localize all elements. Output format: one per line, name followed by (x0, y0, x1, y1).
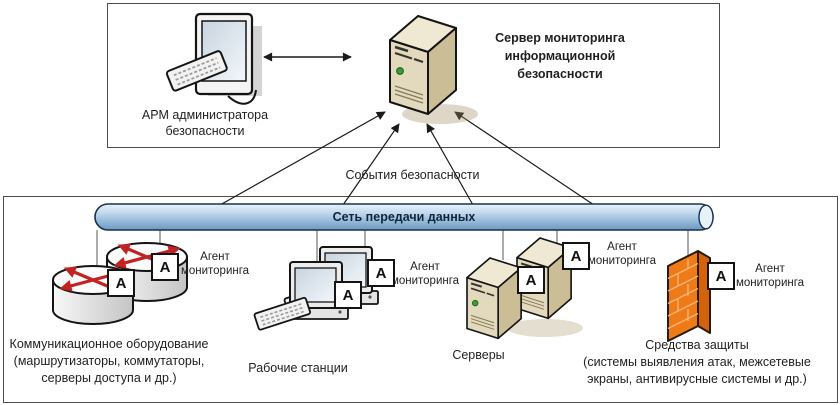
caption-communication-equipment: Коммуникационное оборудование (маршрутиз… (9, 337, 209, 385)
top-group-box (107, 3, 720, 148)
caption-servers: Серверы (452, 348, 505, 362)
agent-box-router-2: А (151, 253, 179, 281)
agent-box-server-2: А (562, 242, 590, 270)
security-events-label: События безопасности (345, 168, 480, 182)
agent-box-workstation-2: А (367, 259, 395, 287)
agent-label-firewall: Агент мониторинга (735, 263, 805, 290)
agent-label-routers: Агент мониторинга (180, 251, 250, 278)
caption-workstations: Рабочие станции (248, 361, 348, 375)
agent-label-workstations: Агент мониторинга (390, 261, 460, 288)
agent-box-router-1: А (107, 269, 135, 297)
network-bus-label: Сеть передачи данных (332, 210, 476, 224)
monitoring-server-label: Сервер мониторинга информационной безопа… (495, 31, 625, 82)
agent-label-servers: Агент мониторинга (587, 241, 657, 268)
agent-box-firewall: А (707, 262, 735, 290)
caption-security-tools: Средства защиты (системы выявления атак,… (583, 338, 811, 386)
agent-box-workstation-1: А (334, 281, 362, 309)
bottom-group-box (3, 196, 838, 403)
admin-workstation-label: АРМ администратора безопасности (141, 108, 269, 139)
agent-box-server-1: А (517, 266, 545, 294)
